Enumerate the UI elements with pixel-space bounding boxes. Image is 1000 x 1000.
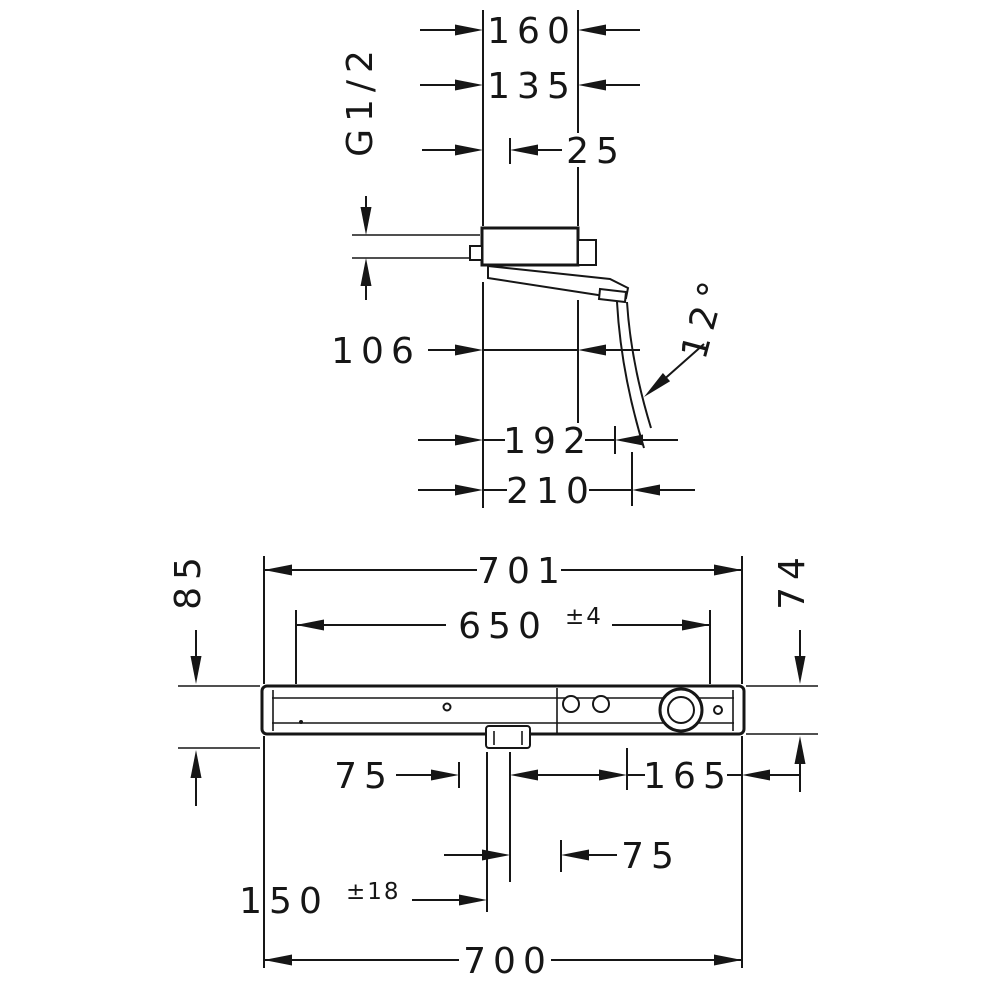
dim-165-label: 165 (643, 756, 733, 797)
dim-106-label: 106 (331, 331, 421, 372)
dim-192: 192 (418, 421, 678, 462)
dim-150-tolerance: ±18 (346, 879, 401, 905)
dim-160: 160 (420, 11, 640, 52)
dim-150: 150 ±18 (239, 879, 487, 922)
dim-75-left-label: 75 (334, 756, 394, 797)
dim-75-left: 75 (334, 756, 599, 797)
angle-label: 12° (674, 271, 736, 364)
stream-line-outer (616, 301, 645, 449)
dim-25: 25 (422, 131, 628, 172)
spout-front (485, 725, 531, 749)
dim-74: 74 (746, 550, 818, 792)
dim-85-label: 85 (168, 550, 209, 610)
dim-210: 210 (418, 471, 695, 512)
stream-line-inner (626, 301, 652, 429)
bottom-extension-lines (263, 556, 743, 968)
dim-165: 165 (599, 756, 800, 797)
thread-label: G1/2 (340, 43, 381, 157)
dim-106: 106 (331, 331, 640, 372)
dim-74-label: 74 (772, 550, 813, 610)
dim-650-label: 650 (458, 606, 548, 647)
dim-135: 135 (420, 66, 640, 107)
select-button-right (592, 695, 610, 713)
angle-callout: 12° (644, 271, 736, 397)
dim-210-label: 210 (506, 471, 596, 512)
dim-160-label: 160 (487, 11, 577, 52)
dim-192-label: 192 (503, 421, 593, 462)
dim-650: 650 ±4 (296, 604, 710, 647)
dim-135-label: 135 (487, 66, 577, 107)
mount-screw (442, 702, 452, 712)
dim-701-label: 701 (477, 551, 567, 592)
dim-75-center: 75 (444, 836, 681, 877)
dim-700-label: 700 (463, 941, 553, 982)
dim-650-tolerance: ±4 (565, 604, 603, 630)
dim-75-center-label: 75 (621, 836, 681, 877)
faucet-side-view (469, 226, 652, 449)
aerator (597, 287, 628, 304)
mixer-front-view (260, 684, 746, 749)
dim-85: 85 (168, 550, 260, 806)
select-button-left (562, 695, 580, 713)
dim-700: 700 (264, 941, 742, 982)
dim-701: 701 (264, 551, 742, 592)
dim-25-label: 25 (566, 131, 626, 172)
dim-150-label: 150 (239, 881, 329, 922)
thread-callout: G1/2 (340, 43, 480, 300)
